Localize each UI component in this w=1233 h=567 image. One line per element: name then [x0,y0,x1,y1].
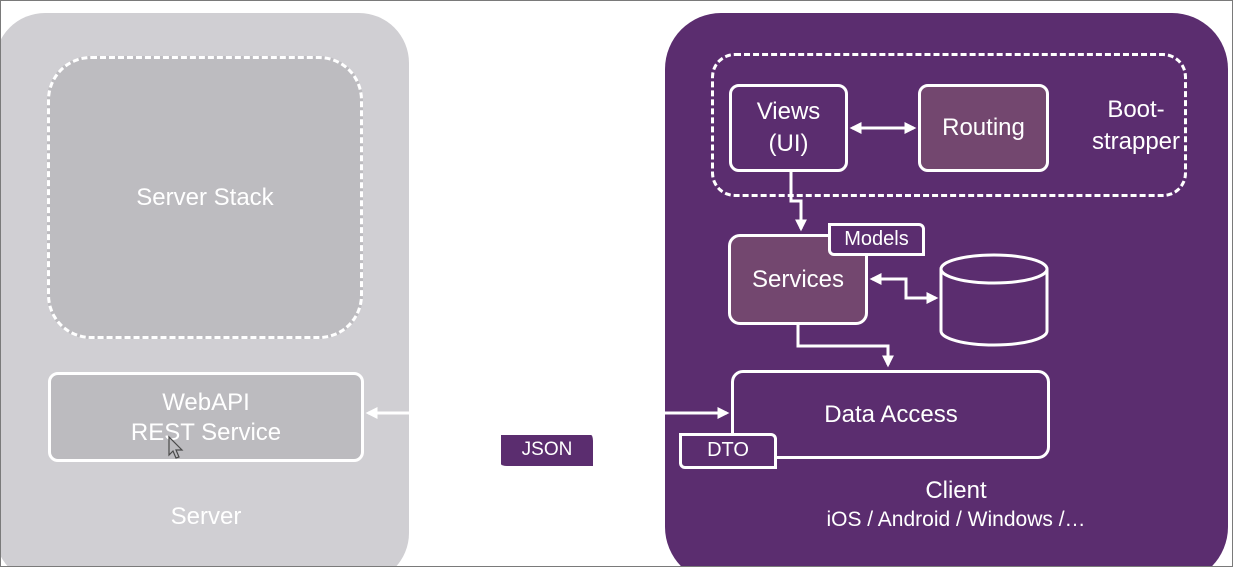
server-stack-label: Server Stack [136,184,274,211]
server-stack-box [47,56,363,339]
views-label: Views [756,98,821,125]
services-label: Services [751,266,845,293]
bootstrapper-label-line1: Boot- [1107,96,1165,123]
json-label: JSON [521,439,573,460]
dto-label: DTO [707,439,749,461]
mouse-pointer-icon [168,435,184,459]
rest-service-label: REST Service [130,419,282,446]
services-storage-arrow [869,273,939,304]
webapi-rest-service-box [48,372,364,462]
local-storage-cylinder-icon [939,253,1049,347]
client-platforms-label: iOS / Android / Windows /… [826,508,1086,531]
ui-label: (UI) [768,130,809,157]
routing-box [918,84,1049,172]
dto-tag [679,433,777,469]
webapi-label: WebAPI [162,389,250,416]
views-ui-box [729,84,848,172]
views-services-arrow [789,172,807,232]
server-panel-label: Server [170,503,242,530]
bootstrapper-label-line2: strapper [1091,128,1181,155]
models-label: Models [844,228,909,250]
data-access-box [731,370,1050,459]
services-dataaccess-arrow [796,325,894,368]
json-tag [501,435,597,470]
bootstrapper-group [711,53,1187,197]
data-access-label: Data Access [824,401,958,428]
models-tag [828,223,925,256]
routing-label: Routing [942,114,1025,141]
client-panel-label: Client [925,477,987,504]
